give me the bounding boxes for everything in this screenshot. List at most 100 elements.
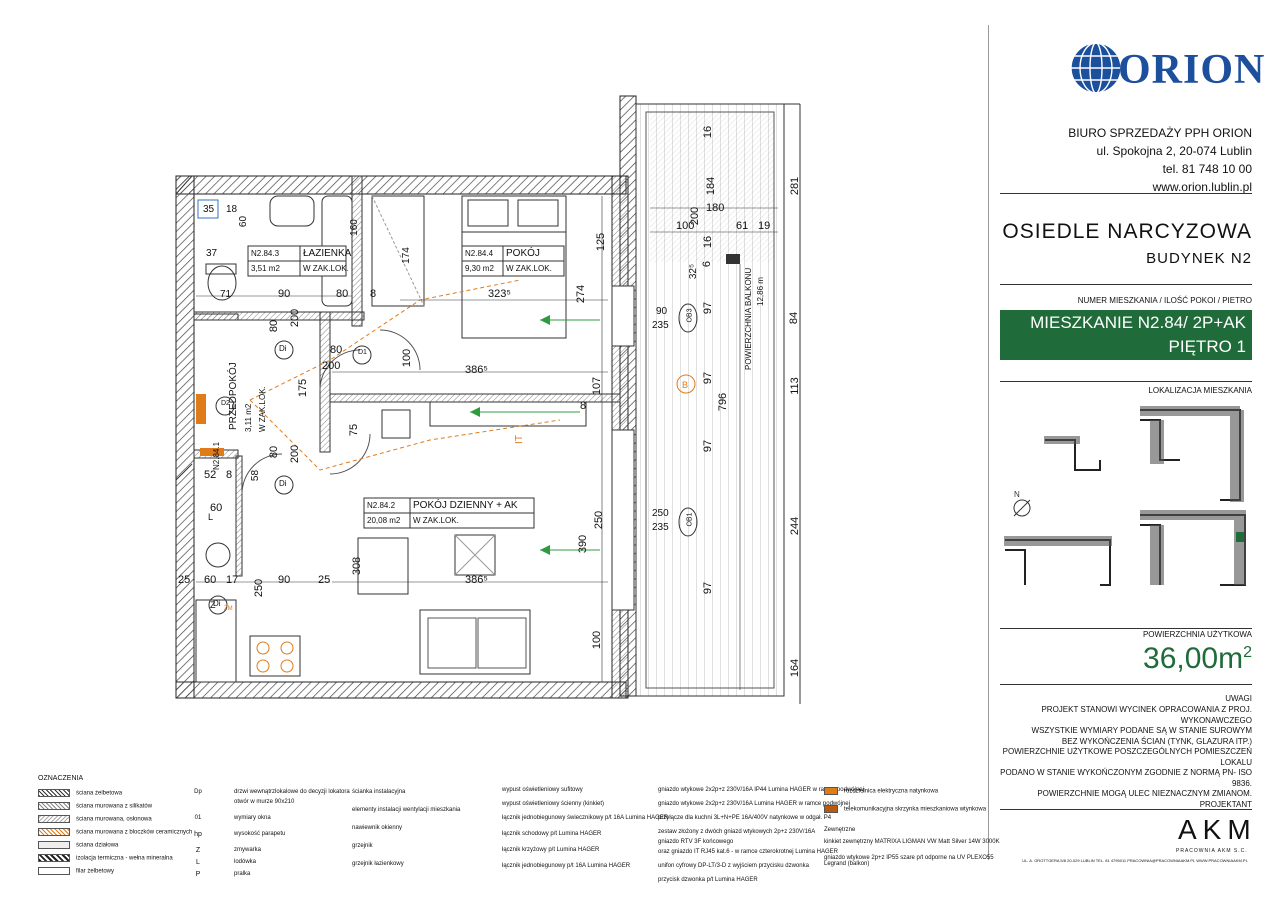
legend-code: 01 (194, 815, 202, 821)
distribution-board (200, 448, 224, 456)
dim: 90 (278, 288, 291, 300)
room-id-bedroom: N2.84.4 (465, 249, 494, 258)
dim: 8 (370, 288, 377, 300)
door-tag-d1: D1 (358, 349, 367, 356)
dim: 84 (788, 311, 801, 325)
site-map-svg: N (1004, 406, 1246, 586)
dim: 100 (676, 220, 695, 232)
location-caption: LOKALIZACJA MIESZKANIA (1148, 386, 1252, 395)
window-tag-ob3: OB3 (686, 308, 694, 323)
dim: 60 (210, 502, 223, 514)
sofa (419, 609, 531, 675)
dim: 17 (226, 574, 239, 586)
legend-item: gniazdo wtykowe 2x2p+z 230V/16A Lumina H… (658, 801, 850, 807)
legend-code: P (195, 871, 201, 878)
legend-item: wypust oświetleniowy ścienny (kinkiet) (502, 801, 605, 807)
legend-code: L (196, 859, 200, 866)
building-name: BUDYNEK N2 (1146, 250, 1252, 267)
door-tag-di-3: Di (213, 599, 221, 608)
legend-item: telekomunikacyjna skrzynka mieszkaniowa … (844, 806, 987, 813)
legend-item: ściana działowa (76, 842, 119, 849)
apartment-floor: PIĘTRO 1 (1168, 337, 1246, 356)
dim: 16 (702, 125, 715, 139)
legend-item: grzejnik łazienkowy (352, 861, 404, 867)
note-line: PODANO W STANIE WYKOŃCZONYM ZGODNIE Z NO… (1000, 768, 1252, 788)
dim: 174 (400, 247, 412, 264)
dim: 125 (595, 232, 608, 252)
dim: 90 (656, 306, 668, 317)
apartment-number: MIESZKANIE N2.84/ 2P+AK (1030, 313, 1246, 332)
logo-wordmark: ORION (1118, 47, 1266, 93)
legend-item: pralka (234, 871, 251, 877)
estate-name: OSIEDLE NARCYZOWA (1002, 220, 1252, 243)
door-tag-di-1: Di (279, 344, 287, 353)
note-line: POWIERZCHNIE MOGĄ ULEC NIEZNACZNYM ZMIAN… (1037, 789, 1252, 798)
legend-item: zestaw złożony z dwóch gniazd wtykowych … (658, 829, 816, 835)
office-line: BIURO SPRZEDAŻY PPH ORION (1068, 126, 1252, 140)
dim: 323⁵ (488, 288, 511, 300)
dim: 35 (203, 204, 215, 215)
orion-logo (1068, 40, 1258, 96)
dim: 390 (577, 534, 590, 554)
dim: 386⁵ (465, 574, 488, 586)
dim: 113 (788, 377, 801, 395)
dim: 52 (204, 469, 217, 481)
room-area-hall: 3,11 m2 (244, 403, 253, 432)
legend-item: łącznik krzyżowy p/t Lumina HAGER (502, 847, 600, 853)
appliance-z: Z (210, 600, 216, 610)
office-line: ul. Spokojna 2, 20-074 Lublin (1096, 144, 1252, 158)
room-name-living: POKÓJ DZIENNY + AK (413, 500, 518, 511)
dim: 71 (220, 289, 232, 300)
dim: 18 (226, 204, 238, 215)
area-value: 36,00m (1143, 642, 1244, 675)
wall-room-bottom (329, 393, 621, 403)
room-area-bedroom: 9,30 m2 (465, 264, 494, 273)
desk-chair (381, 409, 411, 439)
legend-item: drzwi wewnątrzlokalowe do decyzji lokato… (234, 789, 350, 795)
dim: 180 (706, 202, 725, 214)
legend: OZNACZENIA ściana żelbetowa ściana murow… (38, 775, 1000, 903)
office-phone: tel. 81 748 10 00 (1162, 162, 1252, 176)
appliance-zm: ZM (224, 606, 233, 612)
room-area-bathroom: 3,51 m2 (251, 264, 280, 273)
legend-item: wymiary okna (234, 815, 271, 821)
dim: 100 (591, 630, 604, 650)
designer-address: UL. A. GROTTGERA 5/8 20-029 LUBLIN TEL. … (1022, 858, 1248, 863)
legend-item: przycisk dzwonka p/t Lumina HAGER (658, 877, 758, 883)
office-website[interactable]: www.orion.lublin.pl (1152, 180, 1252, 194)
room-name-hall: PRZEDPOKÓJ (228, 362, 239, 430)
room-id-bathroom: N2.84.3 (251, 249, 280, 258)
bath-sink (269, 195, 315, 227)
dim: 6 (701, 260, 714, 268)
dim: 244 (789, 516, 802, 536)
legend-item: przyłącze dla kuchni 3L+N+PE 16A/400V na… (658, 815, 832, 821)
dim: 37 (206, 248, 218, 259)
dim: 796 (717, 392, 730, 412)
room-id-hall: N2.84.1 (212, 441, 221, 470)
room-id-living: N2.84.2 (367, 501, 396, 510)
dim: 8 (580, 400, 587, 412)
it-socket-label: IT (513, 435, 525, 444)
room-status-bedroom: W ZAK.LOK. (506, 264, 552, 273)
legend-item: kinkiet zewnętrzny MATRIXA LIGMAN VW Mat… (824, 839, 1000, 845)
dim: 386⁵ (465, 364, 488, 376)
dim: 235 (652, 522, 669, 533)
designer-caption: PROJEKTANT (1199, 800, 1252, 809)
dim: 281 (789, 176, 802, 196)
notes-caption: UWAGI (1225, 694, 1252, 703)
legend-item: gniazdo wtykowe 2p+z IP55 szare p/t odpo… (824, 855, 994, 867)
bath-radiator (197, 199, 219, 219)
dim: 25 (178, 574, 191, 586)
legend-item: zmywarka (234, 847, 262, 853)
legend-item: ściana żelbetowa (76, 790, 123, 797)
dim: 19 (758, 220, 771, 232)
room-name-bedroom: POKÓJ (506, 248, 540, 259)
dim: 60 (204, 574, 217, 586)
area-unit-sup: 2 (1243, 644, 1252, 661)
legend-item: grzejnik (352, 843, 373, 849)
dim: 200 (322, 360, 341, 372)
dim: 16 (702, 235, 715, 249)
legend-item: oraz gniazdo IT RJ45 kat.6 - w ramce czt… (658, 849, 838, 855)
legend-item: gniazdo RTV 3F końcowego (658, 839, 734, 845)
balcony-area: 12,86 m (756, 277, 765, 306)
